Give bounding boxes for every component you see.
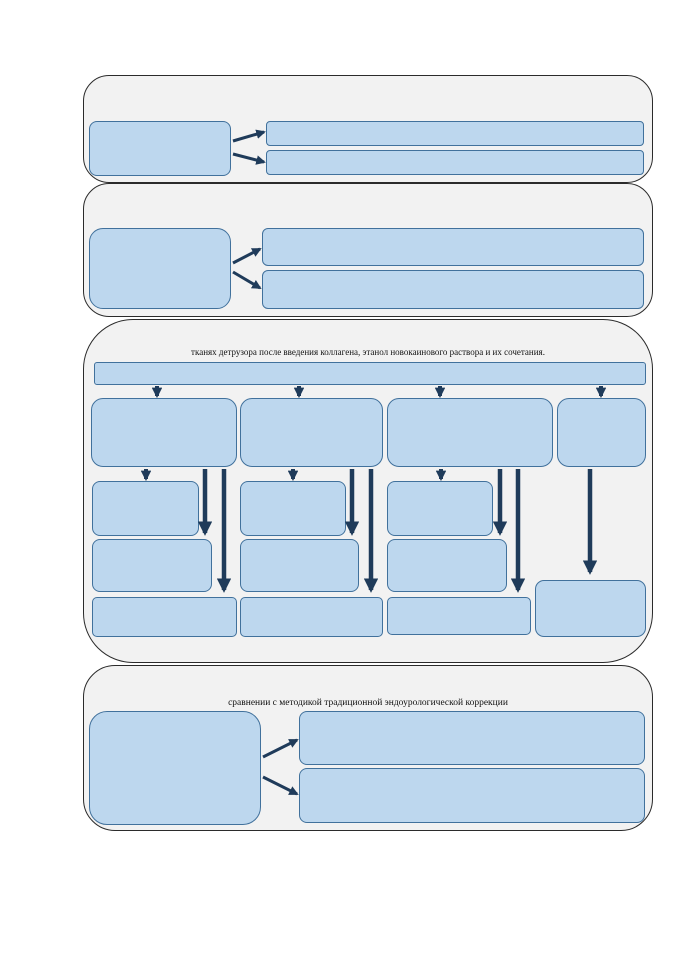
- section-3-header-bar: [94, 362, 646, 385]
- section-2-source-box: [89, 228, 231, 309]
- section-1-source-box: [89, 121, 231, 176]
- column-2-result-3: [240, 597, 383, 637]
- column-1-result-3: [92, 597, 237, 637]
- column-3-result-3: [387, 597, 531, 635]
- column-2-result-2: [240, 539, 359, 592]
- section-4-caption: сравнении с методикой традиционной эндоу…: [228, 698, 508, 708]
- section-2-target-box-1: [262, 228, 644, 266]
- column-1-result-2: [92, 539, 212, 592]
- section-1-target-box-2: [266, 150, 644, 175]
- section-1-target-box-1: [266, 121, 644, 146]
- section-4-target-box-1: [299, 711, 645, 765]
- column-2-result-1: [240, 481, 346, 536]
- section-4-source-box: [89, 711, 261, 825]
- column-3-result-1: [387, 481, 493, 536]
- column-1-box: [91, 398, 237, 467]
- column-3-result-2: [387, 539, 507, 592]
- column-4-box: [557, 398, 646, 467]
- section-3-caption: тканях детрузора после введения коллаген…: [191, 347, 545, 357]
- column-2-box: [240, 398, 383, 467]
- section-4-target-box-2: [299, 768, 645, 823]
- column-3-box: [387, 398, 553, 467]
- column-4-result-1: [535, 580, 646, 637]
- column-1-result-1: [92, 481, 199, 536]
- section-2-target-box-2: [262, 270, 644, 309]
